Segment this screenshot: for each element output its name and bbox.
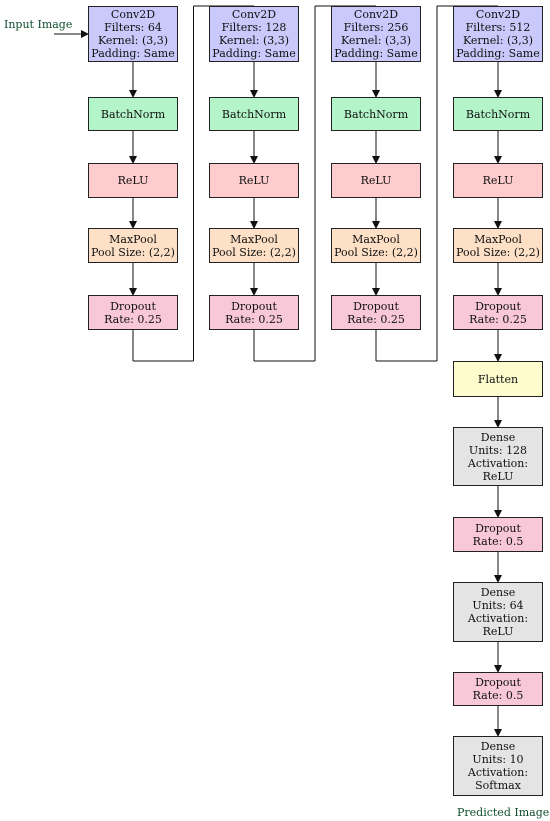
block4-conv-box-text: Conv2D — [475, 8, 521, 21]
block2-dropout-box-text: Rate: 0.25 — [225, 312, 283, 326]
block3-batchnorm-box-text: BatchNorm — [343, 107, 409, 121]
block3-dropout-box-text: Rate: 0.25 — [347, 312, 405, 326]
block2-relu-box-text: ReLU — [238, 174, 270, 187]
block2-conv-box-text: Padding: Same — [212, 47, 296, 60]
block2-batchnorm-box-text: BatchNorm — [221, 107, 287, 121]
head-dropout1-box-text: Rate: 0.5 — [472, 534, 524, 548]
head-dense3-box-text: Activation: — [467, 766, 529, 779]
head-dropout2-box-text: Rate: 0.5 — [472, 689, 524, 702]
block4-dropout-box-text: Dropout — [475, 299, 521, 313]
block3-relu-box: ReLU — [331, 163, 421, 198]
block1-relu-box: ReLU — [88, 163, 178, 198]
block1-conv-box-text: Padding: Same — [91, 47, 175, 60]
head-dense2-box-text: ReLU — [482, 625, 514, 638]
head-dense2-box-text: Dense — [480, 586, 516, 599]
head-dense1-box-text: Dense — [480, 430, 516, 444]
block4-batchnorm-box-text: BatchNorm — [465, 107, 531, 121]
block3-batchnorm-box: BatchNorm — [331, 97, 421, 131]
block2-batchnorm-box: BatchNorm — [209, 97, 299, 131]
head-dropout2-box-text: Dropout — [475, 676, 521, 689]
block4-conv-box-text: Kernel: (3,3) — [462, 34, 534, 47]
head-dense3-box-text: Softmax — [475, 779, 521, 792]
block3-maxpool-box-text: Pool Size: (2,2) — [334, 245, 418, 259]
block3-relu-box-text: ReLU — [360, 174, 392, 187]
head-flatten-box-text: Flatten — [477, 372, 519, 386]
block1-dropout-box-text: Rate: 0.25 — [104, 312, 162, 326]
block2-maxpool-box-text: MaxPool — [230, 232, 278, 246]
block1-dropout-box-text: Dropout — [110, 299, 156, 313]
block3-conv-box-text: Conv2D — [353, 8, 399, 21]
block4-conv-box-text: Filters: 512 — [465, 21, 531, 34]
head-dense2-box-text: Activation: — [467, 612, 529, 625]
block4-conv-box-text: Padding: Same — [456, 47, 540, 60]
predicted-image-label: Predicted Image — [457, 806, 550, 819]
block4-maxpool-box-text: MaxPool — [474, 232, 522, 246]
block4-relu-box-text: ReLU — [482, 174, 514, 187]
block3-conv-box-text: Kernel: (3,3) — [340, 34, 412, 47]
block4-relu-box: ReLU — [453, 163, 543, 198]
block2-conv-box-text: Filters: 128 — [221, 21, 287, 34]
head-dense1-box-text: ReLU — [482, 469, 514, 483]
block1-conv-box-text: Kernel: (3,3) — [97, 34, 169, 47]
input-image-label: Input Image — [4, 18, 73, 31]
block2-relu-box: ReLU — [209, 163, 299, 198]
block1-maxpool-box-text: Pool Size: (2,2) — [91, 245, 175, 259]
head-dense1-box-text: Activation: — [467, 456, 529, 470]
block1-conv-box-text: Filters: 64 — [104, 21, 162, 34]
block2-dropout-box-text: Dropout — [231, 299, 277, 313]
block2-maxpool-box-text: Pool Size: (2,2) — [212, 245, 296, 259]
block2-conv-box-text: Kernel: (3,3) — [218, 34, 290, 47]
block1-relu-box-text: ReLU — [117, 174, 149, 187]
head-dense3-box-text: Units: 10 — [472, 753, 524, 766]
head-dropout1-box-text: Dropout — [475, 521, 521, 535]
block3-dropout-box-text: Dropout — [353, 299, 399, 313]
block1-batchnorm-box: BatchNorm — [88, 97, 178, 131]
head-dense2-box-text: Units: 64 — [472, 599, 524, 612]
head-dense1-box-text: Units: 128 — [468, 443, 528, 457]
head-flatten-box: Flatten — [453, 361, 543, 397]
block3-conv-box-text: Padding: Same — [334, 47, 418, 60]
block3-conv-box-text: Filters: 256 — [343, 21, 409, 34]
block3-maxpool-box-text: MaxPool — [352, 232, 400, 246]
block4-dropout-box-text: Rate: 0.25 — [469, 312, 527, 326]
block2-conv-box-text: Conv2D — [231, 8, 277, 21]
block1-maxpool-box-text: MaxPool — [109, 232, 157, 246]
block1-batchnorm-box-text: BatchNorm — [100, 107, 166, 121]
head-dense3-box-text: Dense — [480, 740, 516, 753]
block4-maxpool-box-text: Pool Size: (2,2) — [456, 245, 540, 259]
block4-batchnorm-box: BatchNorm — [453, 97, 543, 131]
block1-conv-box-text: Conv2D — [110, 8, 156, 21]
